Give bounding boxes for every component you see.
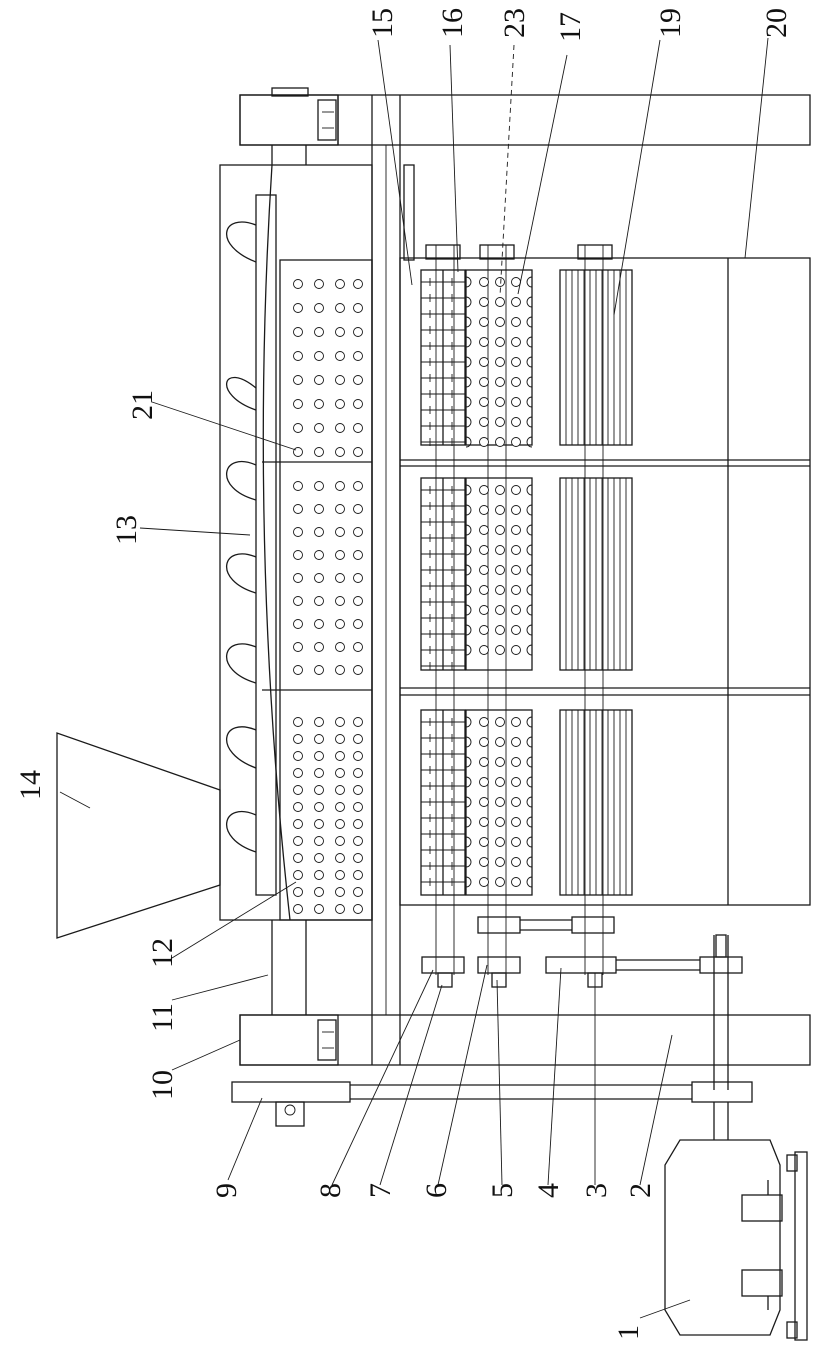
label-3: 3: [580, 1183, 613, 1198]
crushing-chamber: [400, 245, 810, 975]
right-frame: [240, 88, 810, 145]
label-15: 15: [366, 8, 399, 38]
label-16: 16: [436, 8, 469, 38]
label-13: 13: [110, 515, 143, 545]
label-20: 20: [760, 8, 793, 38]
motor-belt: [232, 1082, 752, 1140]
label-11: 11: [146, 1003, 179, 1032]
label-12: 12: [146, 938, 179, 968]
label-5: 5: [486, 1183, 519, 1198]
label-2: 2: [624, 1183, 657, 1198]
hopper: [57, 733, 220, 938]
main-rails: [372, 145, 414, 1015]
label-9: 9: [210, 1183, 243, 1198]
label-10: 10: [146, 1070, 179, 1100]
perforated-screen: [262, 260, 372, 920]
label-23: 23: [498, 8, 531, 38]
label-19: 19: [654, 8, 687, 38]
label-8: 8: [314, 1183, 347, 1198]
label-21: 21: [126, 390, 159, 420]
label-1: 1: [612, 1325, 645, 1340]
label-6: 6: [420, 1183, 453, 1198]
motor: [665, 1140, 807, 1340]
helical-blades: [227, 222, 256, 852]
label-14: 14: [14, 770, 47, 800]
label-17: 17: [554, 12, 587, 42]
label-4: 4: [532, 1183, 565, 1198]
pulley-transmission: [422, 917, 742, 1090]
left-frame: [240, 1015, 810, 1065]
label-7: 7: [364, 1183, 397, 1198]
